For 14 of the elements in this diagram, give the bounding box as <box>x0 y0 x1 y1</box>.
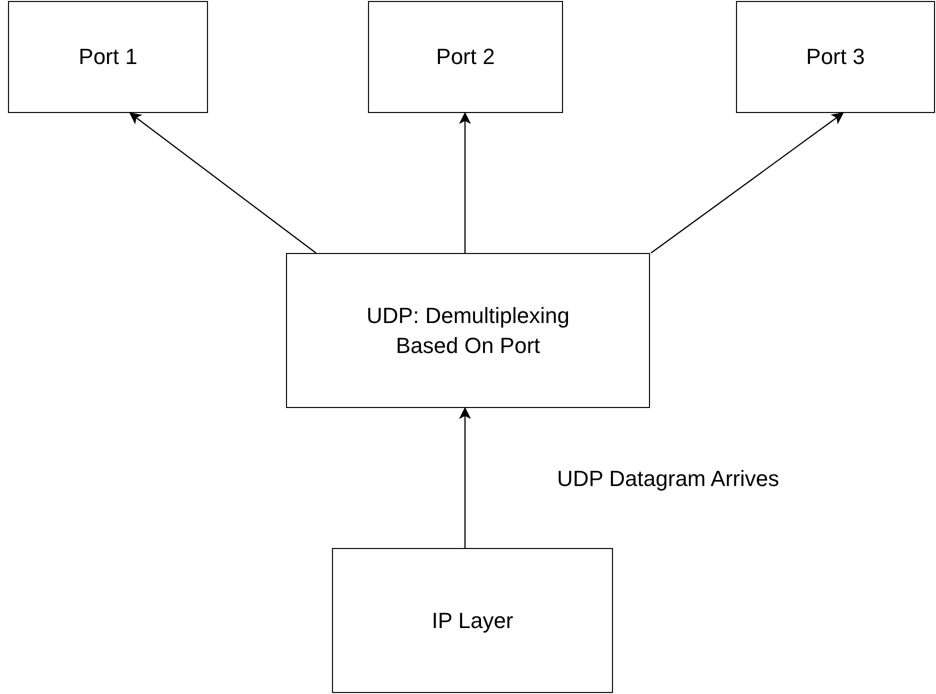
arrow <box>650 112 844 254</box>
process-box <box>286 253 650 408</box>
node-label: Port 1 <box>78 43 138 72</box>
layer-box <box>736 1 935 113</box>
layer-box <box>368 1 563 113</box>
arrow <box>129 112 316 254</box>
node-label: Port 2 <box>436 43 495 72</box>
layer-box <box>332 548 613 693</box>
node-label: IP Layer <box>432 606 514 635</box>
arrow <box>459 407 471 548</box>
arrow <box>459 112 471 253</box>
node-label: UDP: Demultiplexing Based On Port <box>366 302 570 360</box>
node-label: Port 3 <box>806 43 865 72</box>
layer-box <box>8 1 208 113</box>
